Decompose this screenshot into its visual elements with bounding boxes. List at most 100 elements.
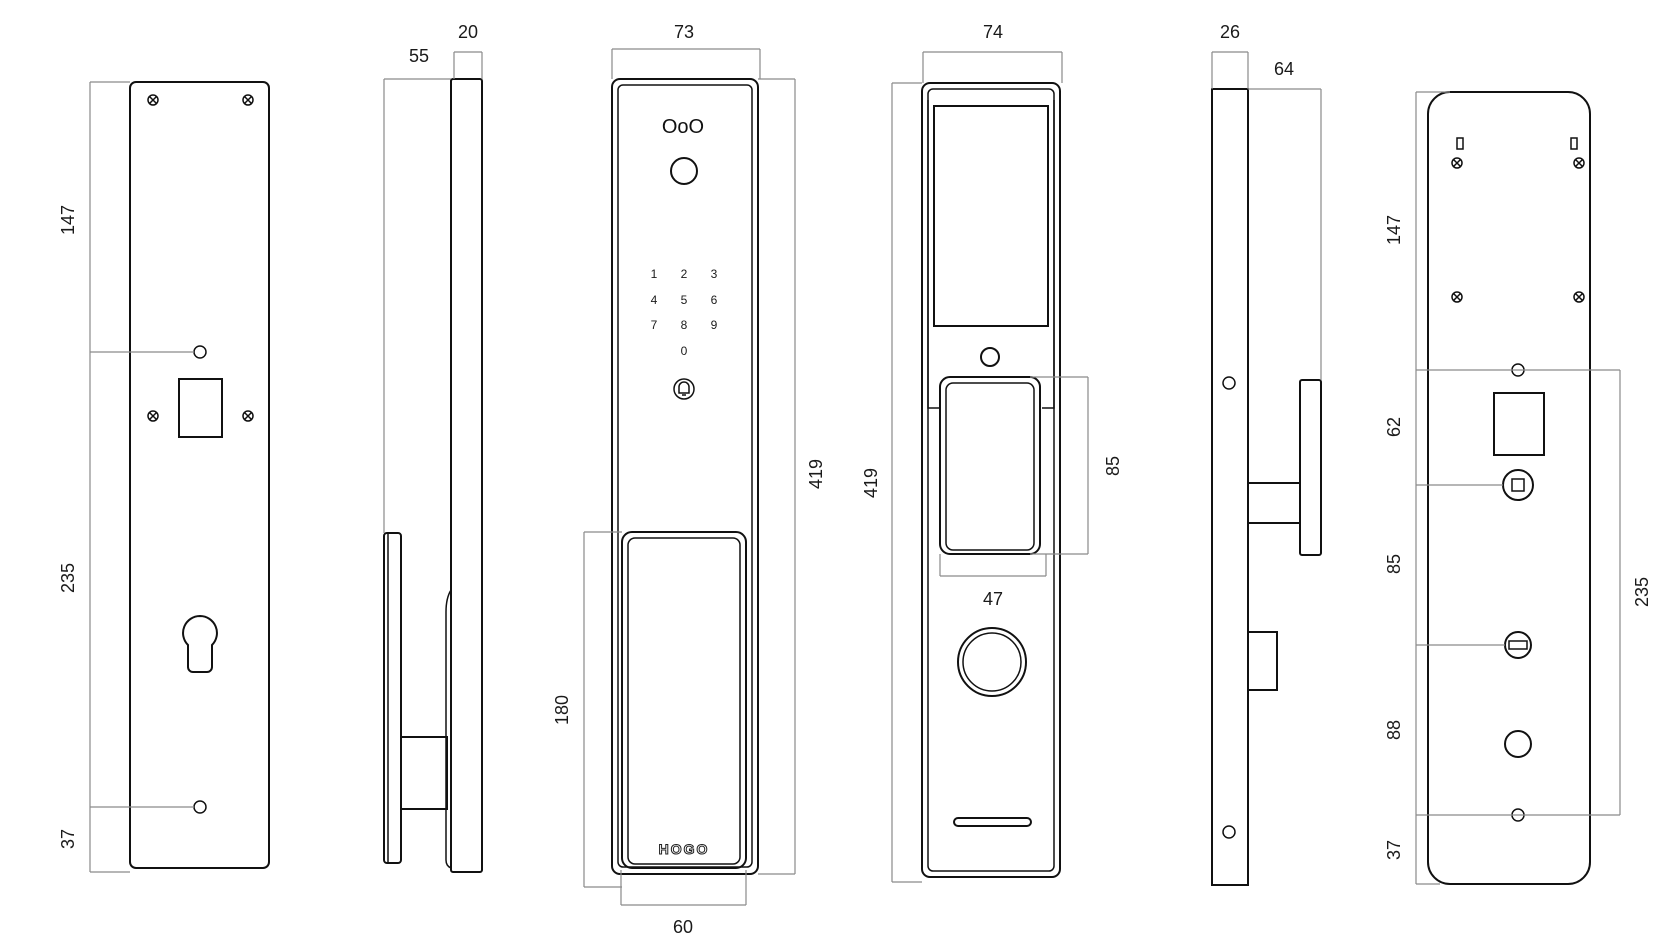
key-3[interactable]: 3: [711, 267, 718, 281]
dim-front-handle-height: 180: [552, 695, 572, 725]
right-depth-dim: [1248, 88, 1322, 380]
key-2[interactable]: 2: [681, 267, 688, 281]
dim-inner-235: 235: [1632, 577, 1652, 607]
side-handle: [383, 532, 402, 864]
latch-cam-icon: [1504, 631, 1532, 659]
right-latch-block: [1247, 631, 1278, 691]
spindle-window: [178, 378, 223, 438]
rear-height-dim: [891, 82, 922, 883]
key-7[interactable]: 7: [651, 318, 658, 332]
side-spindle: [400, 736, 448, 810]
rear-screen-view: 74 419 85 47: [861, 22, 1123, 883]
rear-handle-width-dim: [939, 554, 1047, 577]
right-thickness-dim: [1211, 51, 1249, 89]
dim-rear-height: 419: [861, 468, 881, 498]
inner-tab: [1570, 137, 1578, 150]
left-side-view: 20 55: [383, 22, 483, 873]
mounting-hole: [1222, 376, 1236, 390]
bell-icon[interactable]: [673, 378, 695, 400]
key-8[interactable]: 8: [681, 318, 688, 332]
front-handle[interactable]: [621, 531, 747, 869]
keypad-grid: 1 2 3 4 5 6 7 8 9 0: [651, 267, 718, 358]
rear-handle-height-dim: [1030, 376, 1089, 555]
back-plate-dimension-lines: [89, 81, 194, 873]
screw-icon: [147, 410, 159, 422]
front-width-dim: [611, 48, 761, 79]
right-side-body: [1211, 88, 1249, 886]
side-left-depth-dim: [383, 78, 451, 533]
dim-side-right-thickness: 26: [1220, 22, 1240, 42]
right-handle: [1299, 379, 1322, 556]
inner-plate-view: 147 62 85 88 37 235: [1384, 91, 1652, 885]
rear-screen-housing: [927, 100, 1055, 409]
rear-display-screen: [933, 105, 1049, 327]
rear-handle[interactable]: [939, 376, 1041, 555]
rear-handle-inner: [945, 382, 1035, 551]
dim-rear-handle-height: 85: [1103, 456, 1123, 476]
key-4[interactable]: 4: [651, 293, 658, 307]
thumb-turn-icon: [1502, 469, 1534, 501]
rear-sensor-icon: [980, 347, 1000, 367]
front-handle-height-dim: [583, 531, 622, 888]
dim-front-handle-width: 60: [673, 917, 693, 937]
mounting-hole: [1222, 825, 1236, 839]
key-6[interactable]: 6: [711, 293, 718, 307]
front-inner-frame: [617, 84, 753, 868]
key-9[interactable]: 9: [711, 318, 718, 332]
right-side-view: 26 64: [1211, 22, 1322, 886]
rear-slot: [953, 817, 1032, 827]
dim-rear-handle-width: 47: [983, 589, 1003, 609]
dim-side-right-handle-depth: 64: [1274, 59, 1294, 79]
screw-icon: [1573, 157, 1585, 169]
screw-icon: [1573, 291, 1585, 303]
front-keypad-view: OoO 1 2 3 4 5 6 7 8 9 0 HOGO 73 419 180 …: [552, 22, 826, 937]
key-0[interactable]: 0: [681, 344, 688, 358]
dim-rear-width: 74: [983, 22, 1003, 42]
front-handle-width-dim: [620, 870, 747, 906]
dim-inner-85: 85: [1384, 554, 1404, 574]
right-spindle: [1247, 482, 1301, 524]
dim-inner-62: 62: [1384, 417, 1404, 437]
camera-lens: OoO: [662, 116, 704, 138]
inner-plate-dimension-lines: [1415, 91, 1621, 885]
screw-icon: [1451, 157, 1463, 169]
dim-back-plate-bottom: 37: [58, 829, 78, 849]
brand-logo: HOGO: [659, 841, 710, 857]
rear-outer-frame: [921, 82, 1061, 878]
dim-side-left-thickness: 20: [458, 22, 478, 42]
back-plate-outline: [129, 81, 270, 869]
mounting-hole: [193, 800, 207, 814]
screw-icon: [1451, 291, 1463, 303]
inner-spindle-window: [1493, 392, 1545, 456]
inner-plate-outline: [1427, 91, 1591, 885]
inner-tab: [1456, 137, 1464, 150]
front-outer-frame: [611, 78, 759, 875]
dim-inner-top: 147: [1384, 215, 1404, 245]
screw-icon: [242, 94, 254, 106]
dim-back-plate-middle: 235: [58, 563, 78, 593]
front-handle-inner: [627, 537, 741, 865]
dim-inner-37: 37: [1384, 840, 1404, 860]
rear-width-dim: [922, 51, 1063, 83]
side-left-thickness-dim: [453, 51, 483, 79]
dim-side-left-handle-depth: 55: [409, 46, 429, 66]
keyhole-icon: [182, 614, 218, 673]
front-sensor-icon: [670, 157, 698, 185]
dim-front-height: 419: [806, 459, 826, 489]
dim-inner-88: 88: [1384, 720, 1404, 740]
side-body: [450, 78, 483, 873]
screw-icon: [242, 410, 254, 422]
dim-back-plate-top: 147: [58, 205, 78, 235]
fingerprint-sensor-icon[interactable]: [957, 627, 1027, 697]
screw-icon: [147, 94, 159, 106]
dim-front-width: 73: [674, 22, 694, 42]
rear-inner-frame: [927, 88, 1055, 872]
mounting-hole: [193, 345, 207, 359]
key-5[interactable]: 5: [681, 293, 688, 307]
back-plate-view: 147 235 37: [58, 81, 270, 873]
front-height-dim: [758, 78, 796, 875]
inner-cylinder-hole: [1504, 730, 1532, 758]
key-1[interactable]: 1: [651, 267, 658, 281]
